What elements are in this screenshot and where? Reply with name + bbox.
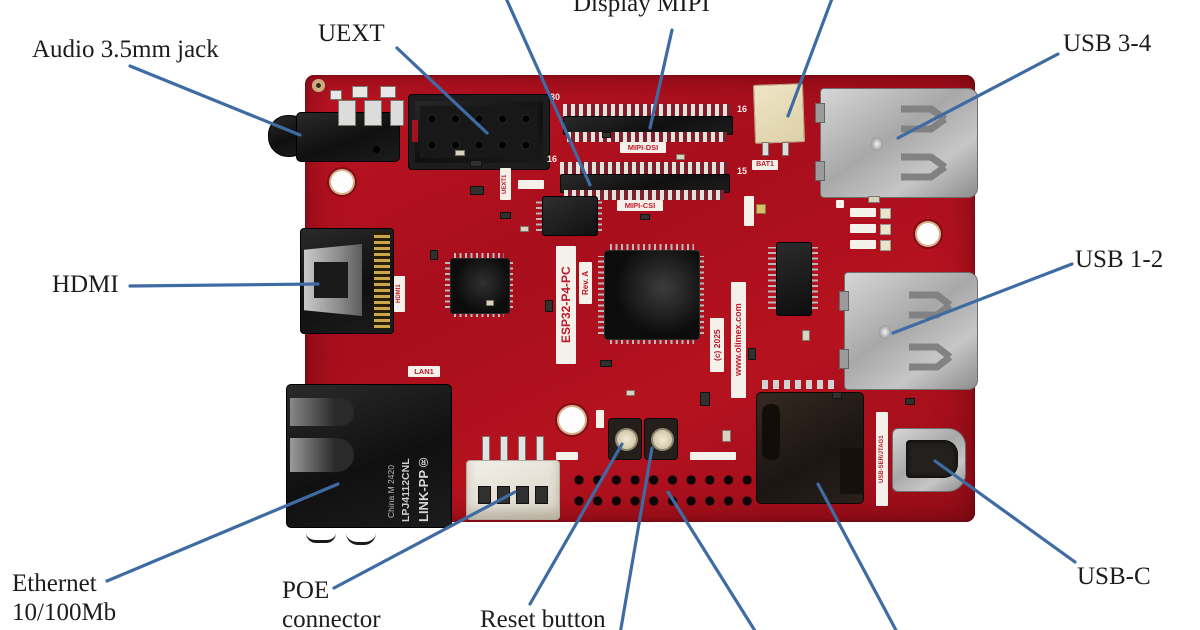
corner-pad xyxy=(312,79,325,92)
chip-body xyxy=(542,196,598,236)
silk-box xyxy=(690,452,736,460)
mipi-csi-silk: MIPI-CSI xyxy=(617,200,663,211)
copyright-silk: (c) 2025 xyxy=(710,318,724,372)
uext-pin1-mark xyxy=(412,120,418,142)
ethernet-slot xyxy=(290,398,354,426)
chip-body xyxy=(776,242,812,316)
board-name-silk: ESP32-P4-PC xyxy=(556,246,576,364)
microsd-pads xyxy=(762,380,834,389)
label-reset-button: Reset button xyxy=(480,606,606,630)
reset-button-cap xyxy=(615,428,638,451)
usb-3-4-connector xyxy=(815,88,978,198)
ethernet-origin-text: China M 2420 xyxy=(386,465,396,518)
board-rev-silk: Rev. A xyxy=(579,262,592,304)
lead-hdmi xyxy=(128,282,320,288)
usb-tab xyxy=(839,291,849,311)
battery-pin xyxy=(762,142,769,156)
olimex-url-silk: www.olimex.com xyxy=(731,282,746,398)
charge-led xyxy=(756,204,766,214)
boot-button-cap xyxy=(651,428,674,451)
label-poe-line1: POE xyxy=(282,577,330,604)
poe-slot xyxy=(516,486,529,504)
silk-box xyxy=(518,180,544,189)
solder-pad xyxy=(380,86,396,98)
usb-tab xyxy=(815,161,825,181)
microsd-notch xyxy=(840,448,864,494)
led-silk-box xyxy=(850,208,876,217)
hdmi-tongue xyxy=(314,262,348,298)
mipi-pin16-silk: 16 xyxy=(737,104,748,114)
ethernet-leg xyxy=(306,524,336,543)
mounting-hole xyxy=(331,171,353,193)
battery-ref-silk: BAT1 xyxy=(752,160,778,170)
label-ethernet-line1: Ethernet xyxy=(12,570,97,597)
ethernet-leg xyxy=(346,524,376,545)
lan-ref-silk: LAN1 xyxy=(408,366,440,377)
microsd-spring xyxy=(762,404,780,460)
mipi-dsi-silk: MIPI-DSI xyxy=(620,142,666,153)
label-uext: UEXT xyxy=(318,20,385,47)
poe-slot xyxy=(497,486,510,504)
gpio-header xyxy=(570,470,758,512)
label-audio-jack: Audio 3.5mm jack xyxy=(32,36,219,63)
mipi-pin30-silk: 30 xyxy=(550,92,561,102)
chip-body xyxy=(604,250,700,340)
usb-tab xyxy=(815,103,825,123)
led xyxy=(880,224,891,235)
label-usb-c: USB-C xyxy=(1077,563,1151,590)
led-silk-box xyxy=(850,224,876,233)
hdmi-ref-silk: HDMI1 xyxy=(394,276,405,312)
usb-c-opening xyxy=(906,440,958,478)
usb-dimple xyxy=(871,137,883,151)
usb-dimple xyxy=(879,325,891,339)
poe-slot xyxy=(478,486,491,504)
solder-pad xyxy=(352,86,368,98)
led-silk-box xyxy=(850,240,876,249)
uext-ref-silk: UEXT1 xyxy=(500,168,511,200)
ethernet-slot xyxy=(290,438,354,472)
audio-jack-detail xyxy=(373,146,380,153)
ethernet-part-text: LPJ4112CNL xyxy=(400,458,412,522)
label-usb-3-4: USB 3-4 xyxy=(1063,30,1152,57)
mipi-dsi-pins-bottom xyxy=(567,132,727,142)
battery-connector-body xyxy=(752,83,806,144)
audio-jack-pad xyxy=(338,100,356,126)
solder-pad xyxy=(330,90,342,100)
uext-pins xyxy=(420,106,538,158)
audio-jack-pad xyxy=(364,100,382,126)
usb-tab xyxy=(839,349,849,369)
usb-stamp-marks xyxy=(909,291,953,371)
mipi-pin16b-silk: 16 xyxy=(547,154,558,164)
usb-stamp-marks xyxy=(901,105,948,181)
usb-1-2-connector xyxy=(839,272,978,390)
chip-body xyxy=(450,258,510,314)
ethernet-brand-text: LINK-PP® xyxy=(416,455,431,522)
mounting-hole xyxy=(559,407,585,433)
hdmi-pins xyxy=(374,232,390,328)
led xyxy=(880,240,891,251)
mounting-hole xyxy=(917,223,939,245)
battery-pin xyxy=(782,142,789,156)
charge-silk-box xyxy=(744,196,754,226)
corner-pad-hole xyxy=(316,83,321,88)
label-display-mipi: Display MIPI xyxy=(573,0,710,17)
led xyxy=(880,208,891,219)
usb-jtag-silk: USB-SER/JTAG1 xyxy=(876,412,888,506)
silk-box xyxy=(836,200,844,208)
silk-box xyxy=(556,452,578,460)
mipi-csi-pins-top xyxy=(560,162,728,175)
label-usb-1-2: USB 1-2 xyxy=(1075,246,1164,273)
label-poe-line2: connector xyxy=(282,606,381,630)
silk-box xyxy=(596,410,604,428)
poe-slot xyxy=(535,486,548,504)
label-hdmi: HDMI xyxy=(52,271,119,298)
mipi-dsi-pins-top xyxy=(563,104,731,117)
label-ethernet-line2: 10/100Mb xyxy=(12,599,117,626)
audio-jack-pad xyxy=(390,100,404,126)
mipi-pin15-silk: 15 xyxy=(737,166,748,176)
mipi-csi-pins-bottom xyxy=(564,190,724,200)
